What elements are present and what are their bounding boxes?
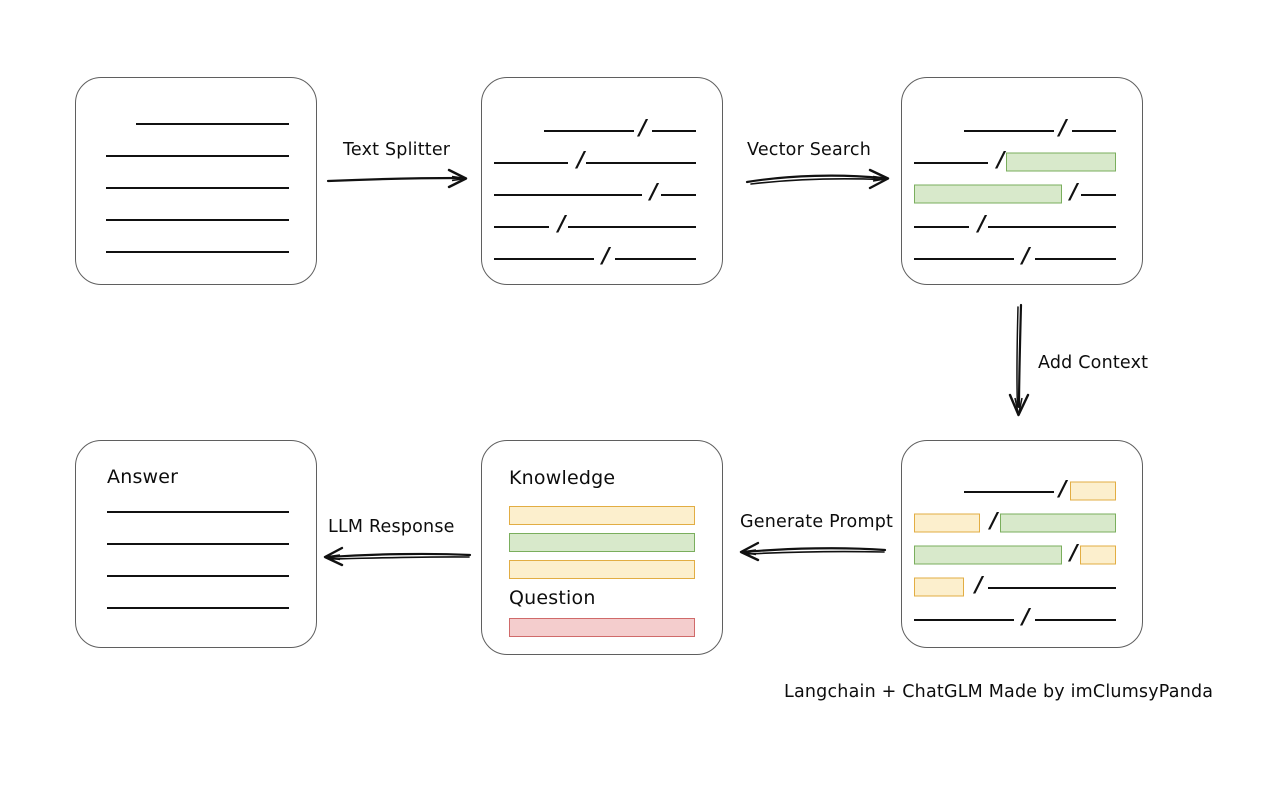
retrieved-document-rule xyxy=(914,258,1014,260)
context-document-rule xyxy=(1035,619,1116,621)
edge-llm-response: LLM Response xyxy=(320,517,475,567)
edge-text-splitter-arrow xyxy=(326,168,468,189)
context-document-slash: / xyxy=(1022,604,1030,629)
question-label: Question xyxy=(509,587,596,609)
split-document-rule xyxy=(494,194,642,196)
knowledge-chip-3 xyxy=(509,560,695,579)
source-document-rule xyxy=(106,251,289,253)
source-document-lines xyxy=(76,78,316,284)
answer-rule xyxy=(107,607,289,609)
context-document-chip-yellow xyxy=(1070,481,1116,501)
card-prompt: Knowledge Question xyxy=(481,440,723,655)
context-document-slash: / xyxy=(990,508,998,533)
answer-lines xyxy=(76,441,316,647)
answer-rule xyxy=(107,543,289,545)
edge-vector-search-label: Vector Search xyxy=(747,140,872,160)
source-document-rule xyxy=(106,219,289,221)
retrieved-document-rule xyxy=(964,130,1054,132)
retrieved-document-lines: / / / / / xyxy=(902,78,1142,284)
context-document-chip-yellow xyxy=(914,577,964,597)
context-document-chip-green xyxy=(1000,513,1116,533)
card-source-document xyxy=(75,77,317,285)
edge-text-splitter-label: Text Splitter xyxy=(343,140,451,160)
edge-llm-response-arrow xyxy=(323,546,472,567)
split-document-rule xyxy=(494,258,594,260)
retrieved-document-chip-green xyxy=(914,184,1062,204)
split-document-rule xyxy=(494,226,549,228)
context-document-slash: / xyxy=(1070,540,1078,565)
retrieved-document-rule xyxy=(1081,194,1116,196)
split-document-rule xyxy=(494,162,568,164)
split-document-rule xyxy=(652,130,696,132)
context-document-rule xyxy=(964,491,1054,493)
retrieved-document-slash: / xyxy=(997,147,1005,172)
split-document-rule xyxy=(544,130,634,132)
knowledge-label: Knowledge xyxy=(509,467,616,489)
answer-label: Answer xyxy=(107,466,179,488)
edge-vector-search: Vector Search xyxy=(745,140,895,190)
context-document-lines: / / / / / xyxy=(902,441,1142,647)
split-document-lines: / / / / / xyxy=(482,78,722,284)
edge-text-splitter: Text Splitter xyxy=(325,140,475,190)
answer-rule xyxy=(107,511,289,513)
card-answer: Answer xyxy=(75,440,317,648)
credit-text: Langchain + ChatGLM Made by imClumsyPand… xyxy=(784,682,1214,702)
retrieved-document-slash: / xyxy=(978,211,986,236)
question-chip-1 xyxy=(509,618,695,637)
edge-add-context-arrow xyxy=(1008,303,1030,417)
context-document-slash: / xyxy=(975,572,983,597)
split-document-slash: / xyxy=(602,243,610,268)
retrieved-document-slash: / xyxy=(1070,179,1078,204)
answer-rule xyxy=(107,575,289,577)
context-document-rule xyxy=(988,587,1116,589)
source-document-rule xyxy=(106,187,289,189)
split-document-slash: / xyxy=(577,147,585,172)
retrieved-document-slash: / xyxy=(1059,115,1067,140)
card-retrieved-document: / / / / / xyxy=(901,77,1143,285)
edge-generate-prompt-label: Generate Prompt xyxy=(740,512,894,532)
edge-add-context: Add Context xyxy=(1000,303,1160,423)
edge-generate-prompt-arrow xyxy=(739,541,887,562)
split-document-slash: / xyxy=(639,115,647,140)
edge-vector-search-arrow xyxy=(745,168,890,190)
context-document-chip-yellow xyxy=(914,513,980,533)
card-split-document: / / / / / xyxy=(481,77,723,285)
split-document-rule xyxy=(661,194,696,196)
context-document-chip-green xyxy=(914,545,1062,565)
card-context-document: / / / / / xyxy=(901,440,1143,648)
split-document-slash: / xyxy=(558,211,566,236)
context-document-chip-yellow xyxy=(1080,545,1116,565)
source-document-rule xyxy=(106,155,289,157)
retrieved-document-slash: / xyxy=(1022,243,1030,268)
split-document-rule xyxy=(586,162,696,164)
retrieved-document-rule xyxy=(914,226,969,228)
retrieved-document-rule xyxy=(1072,130,1116,132)
split-document-rule xyxy=(568,226,696,228)
retrieved-document-rule xyxy=(988,226,1116,228)
edge-add-context-label: Add Context xyxy=(1038,353,1149,373)
source-document-rule xyxy=(136,123,289,125)
retrieved-document-rule xyxy=(914,162,988,164)
knowledge-chip-2 xyxy=(509,533,695,552)
split-document-slash: / xyxy=(650,179,658,204)
knowledge-chip-1 xyxy=(509,506,695,525)
edge-llm-response-label: LLM Response xyxy=(328,517,455,537)
split-document-rule xyxy=(615,258,696,260)
edge-generate-prompt: Generate Prompt xyxy=(738,512,893,562)
context-document-slash: / xyxy=(1059,476,1067,501)
context-document-rule xyxy=(914,619,1014,621)
retrieved-document-chip-green xyxy=(1006,152,1116,172)
retrieved-document-rule xyxy=(1035,258,1116,260)
